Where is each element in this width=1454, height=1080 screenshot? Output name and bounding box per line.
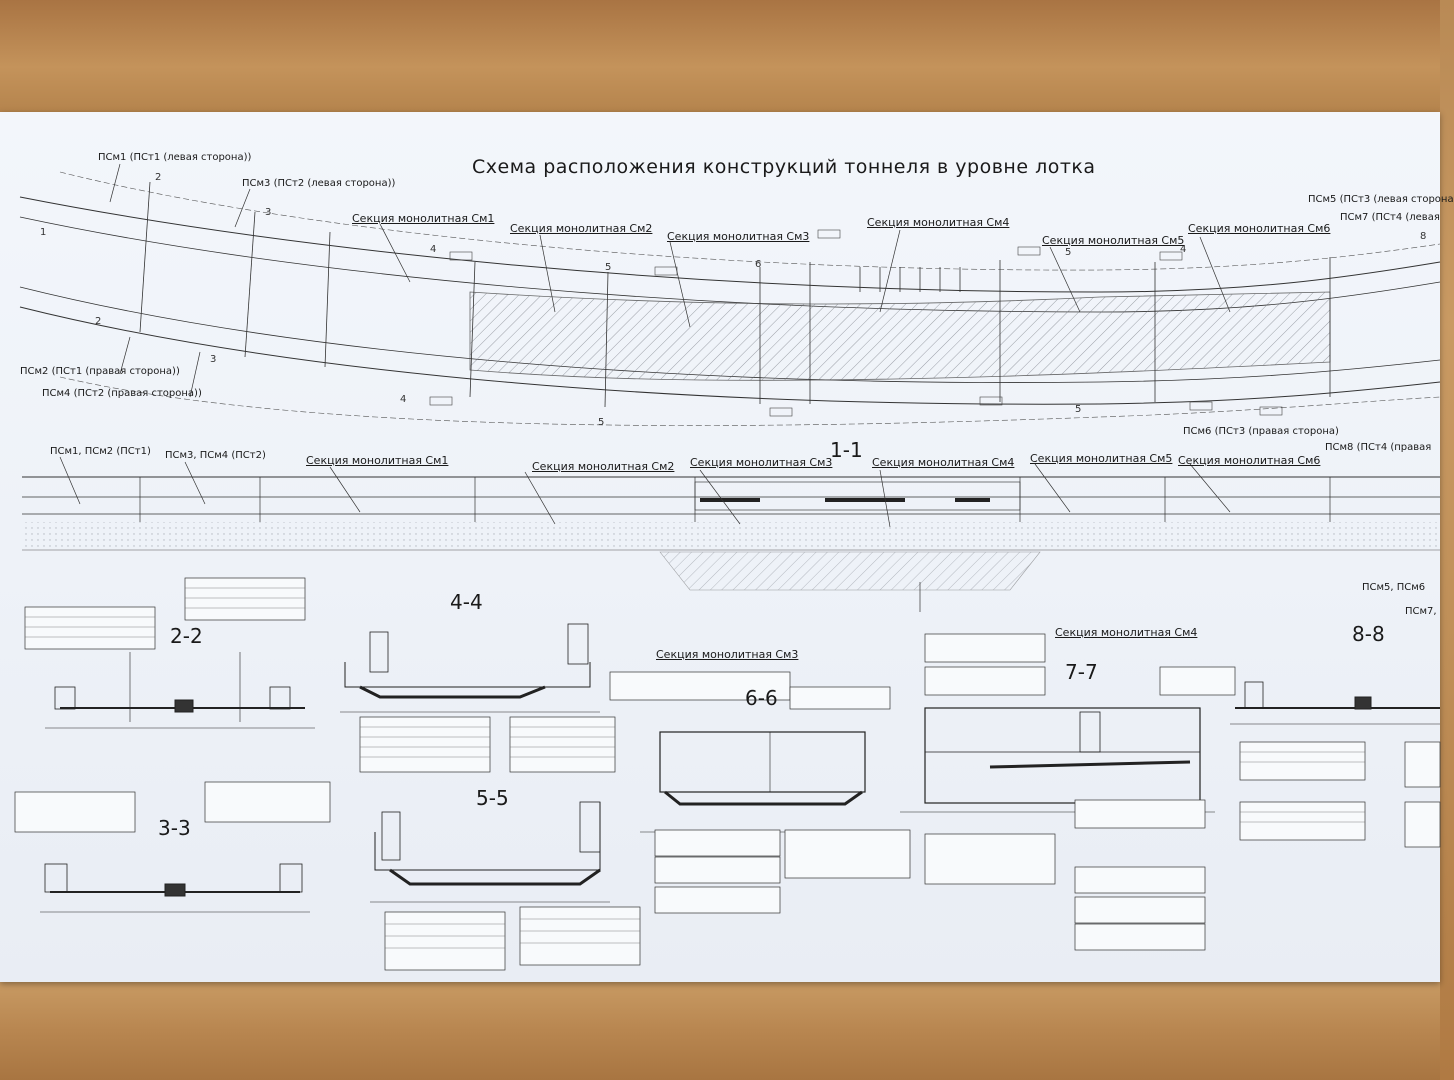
table-row-lines (25, 587, 1365, 949)
cross-section-6-6 (640, 731, 880, 833)
drawing-title: Схема расположения конструкций тоннеля в… (472, 156, 1096, 178)
wood-wall-bottom (0, 982, 1440, 1080)
section-3-3-label: 3-3 (158, 816, 191, 840)
svg-text:3: 3 (210, 354, 216, 365)
section-1-1-label: 1-1 (830, 438, 863, 462)
label-psm7: ПСм7 (ПСт4 (левая (1340, 212, 1440, 223)
label-psm5: ПСм5 (ПСт3 (левая сторона (1308, 194, 1454, 205)
section-5-5-label: 5-5 (476, 786, 509, 810)
profile-view (22, 456, 1440, 612)
label-sm4-cross: Секция монолитная См4 (1055, 626, 1198, 639)
drawing-sheet: 1 2 3 4 5 6 5 4 8 2 3 4 5 5 (0, 112, 1454, 982)
tunnel-drawing: 1 2 3 4 5 6 5 4 8 2 3 4 5 5 (14, 163, 1441, 971)
svg-text:8: 8 (1420, 231, 1426, 242)
label-profile-psm56: ПСм5, ПСм6 (1362, 582, 1426, 593)
label-psm1: ПСм1 (ПСт1 (левая сторона)) (98, 152, 252, 163)
svg-text:5: 5 (1065, 247, 1071, 258)
label-plan-sm6: Секция монолитная См6 (1188, 222, 1331, 235)
label-profile-psm12: ПСм1, ПСм2 (ПСт1) (50, 446, 151, 457)
label-plan-sm1: Секция монолитная См1 (352, 212, 495, 225)
cross-section-5-5 (370, 801, 610, 903)
label-profile-sm1: Секция монолитная См1 (306, 454, 449, 467)
cross-section-8-8 (1230, 681, 1440, 725)
section-7-7-label: 7-7 (1065, 660, 1098, 684)
section-4-4-label: 4-4 (450, 590, 483, 614)
label-psm4: ПСм4 (ПСт2 (правая сторона)) (42, 388, 202, 399)
cross-section-4-4 (340, 623, 600, 713)
svg-text:5: 5 (605, 262, 611, 273)
section-8-8-label: 8-8 (1352, 622, 1385, 646)
svg-text:5: 5 (598, 417, 604, 428)
label-profile-sm5: Секция монолитная См5 (1030, 452, 1173, 465)
label-profile-sm4: Секция монолитная См4 (872, 456, 1015, 469)
label-psm3: ПСм3 (ПСт2 (левая сторона)) (242, 178, 396, 189)
label-profile-psm7: ПСм7, (1405, 606, 1437, 617)
label-psm6: ПСм6 (ПСт3 (правая сторона) (1183, 426, 1339, 437)
svg-text:6: 6 (755, 259, 761, 270)
label-sm3-cross: Секция монолитная См3 (656, 648, 799, 661)
section-6-6-label: 6-6 (745, 686, 778, 710)
svg-text:4: 4 (1180, 244, 1186, 255)
label-psm2: ПСм2 (ПСт1 (правая сторона)) (20, 366, 180, 377)
label-plan-sm5: Секция монолитная См5 (1042, 234, 1185, 247)
svg-text:4: 4 (430, 244, 436, 255)
label-profile-sm3: Секция монолитная См3 (690, 456, 833, 469)
cross-section-3-3 (40, 863, 310, 913)
cross-section-2-2 (45, 652, 315, 729)
label-profile-sm2: Секция монолитная См2 (532, 460, 675, 473)
label-plan-sm3: Секция монолитная См3 (667, 230, 810, 243)
plan-view: 1 2 3 4 5 6 5 4 8 2 3 4 5 5 (19, 163, 1441, 428)
wood-wall-top (0, 0, 1440, 112)
svg-text:4: 4 (400, 394, 406, 405)
svg-text:5: 5 (1075, 404, 1081, 415)
cross-section-7-7 (900, 707, 1215, 813)
label-psm8: ПСм8 (ПСт4 (правая (1325, 442, 1432, 453)
label-plan-sm4: Секция монолитная См4 (867, 216, 1010, 229)
svg-text:1: 1 (40, 227, 46, 238)
label-plan-sm2: Секция монолитная См2 (510, 222, 653, 235)
label-profile-psm34: ПСм3, ПСм4 (ПСт2) (165, 450, 266, 461)
specification-tables (14, 577, 1441, 971)
label-profile-sm6: Секция монолитная См6 (1178, 454, 1321, 467)
svg-text:2: 2 (95, 316, 101, 327)
svg-text:3: 3 (265, 207, 271, 218)
svg-text:2: 2 (155, 172, 161, 183)
section-2-2-label: 2-2 (170, 624, 203, 648)
